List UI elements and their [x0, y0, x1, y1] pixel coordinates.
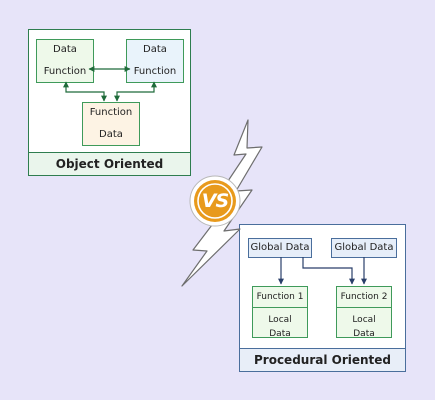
- oo-left-line-1: Data: [53, 44, 77, 55]
- vs-label: VS: [201, 190, 229, 212]
- vs-badge: [194, 180, 236, 222]
- function-1-box: Function 1 Local Data: [252, 286, 308, 339]
- oo-left-line-2: Function: [43, 66, 87, 77]
- oo-function-data-box-bottom: Function Data: [82, 102, 140, 146]
- oo-right-line-2: Function: [133, 66, 177, 77]
- function-1-title: Function 1: [253, 287, 307, 308]
- function-2-box: Function 2 Local Data: [336, 286, 392, 339]
- function-1-body-line-1: Local: [268, 315, 292, 325]
- oo-connector-left: [63, 81, 107, 102]
- oo-data-function-box-right: Data Function: [126, 39, 184, 83]
- function-2-title: Function 2: [337, 287, 391, 308]
- object-oriented-label: Object Oriented: [29, 152, 190, 175]
- lightning-bolt-icon: [181, 119, 263, 287]
- function-2-body-line-1: Local: [352, 315, 376, 325]
- proc-connector-global1-function2: [302, 257, 355, 285]
- oo-data-function-box-left: Data Function: [36, 39, 94, 83]
- function-2-body-line-2: Data: [353, 329, 375, 339]
- object-oriented-panel: Data Function Data Function Function Dat…: [28, 29, 191, 176]
- oo-bottom-line-2: Data: [99, 129, 123, 140]
- oo-bottom-line-1: Function: [89, 107, 133, 118]
- vs-badge-inner-ring: [197, 183, 233, 219]
- global-data-box-1: Global Data: [248, 238, 312, 258]
- procedural-oriented-panel: Global Data Global Data Function 1 Local…: [239, 224, 406, 372]
- oo-right-line-1: Data: [143, 44, 167, 55]
- procedural-oriented-label: Procedural Oriented: [240, 348, 405, 371]
- oo-connector-right: [114, 81, 157, 102]
- function-1-body-line-2: Data: [269, 329, 291, 339]
